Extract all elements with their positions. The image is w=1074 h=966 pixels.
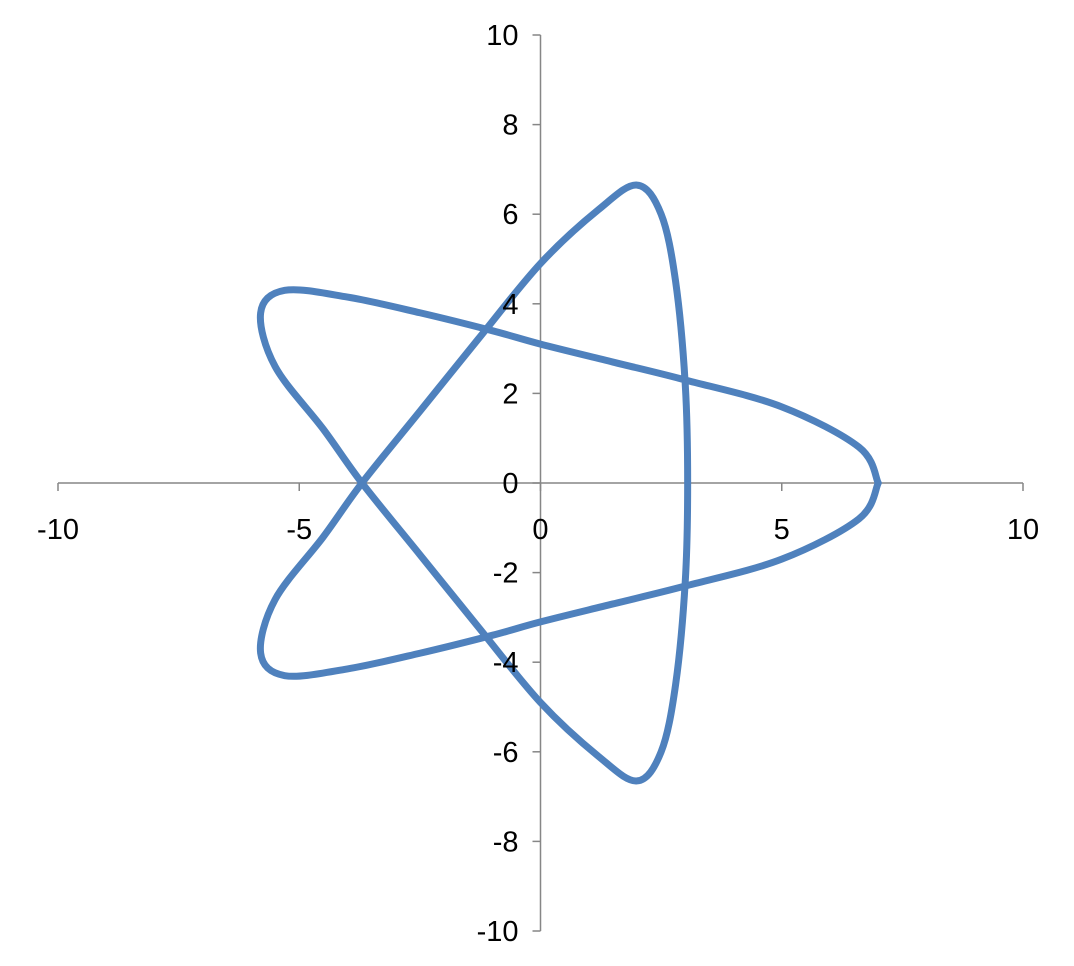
y-tick-label: 0 xyxy=(502,468,518,500)
series-line-0 xyxy=(256,181,882,785)
y-tick-label: 10 xyxy=(486,20,518,52)
y-tick-label: -4 xyxy=(493,647,519,679)
x-tick-label: -10 xyxy=(37,514,79,546)
tick-labels: -10 -5 0 5 10 -10 -8 -6 -4 -2 0 2 4 6 8 10 xyxy=(37,20,1039,948)
x-tick-label: 10 xyxy=(1007,514,1039,546)
axes xyxy=(57,34,1024,932)
y-tick-label: -2 xyxy=(493,558,519,590)
x-tick-label: 0 xyxy=(532,514,548,546)
x-tick-label: -5 xyxy=(286,514,312,546)
y-tick-label: 2 xyxy=(502,378,518,410)
x-tick-label: 5 xyxy=(774,514,790,546)
y-tick-label: -6 xyxy=(493,737,519,769)
y-tick-label: -10 xyxy=(477,916,519,948)
y-tick-label: 6 xyxy=(502,199,518,231)
plot-area xyxy=(256,181,882,785)
y-tick-label: 8 xyxy=(502,110,518,142)
y-tick-label: 4 xyxy=(502,289,518,321)
y-tick-label: -8 xyxy=(493,826,519,858)
